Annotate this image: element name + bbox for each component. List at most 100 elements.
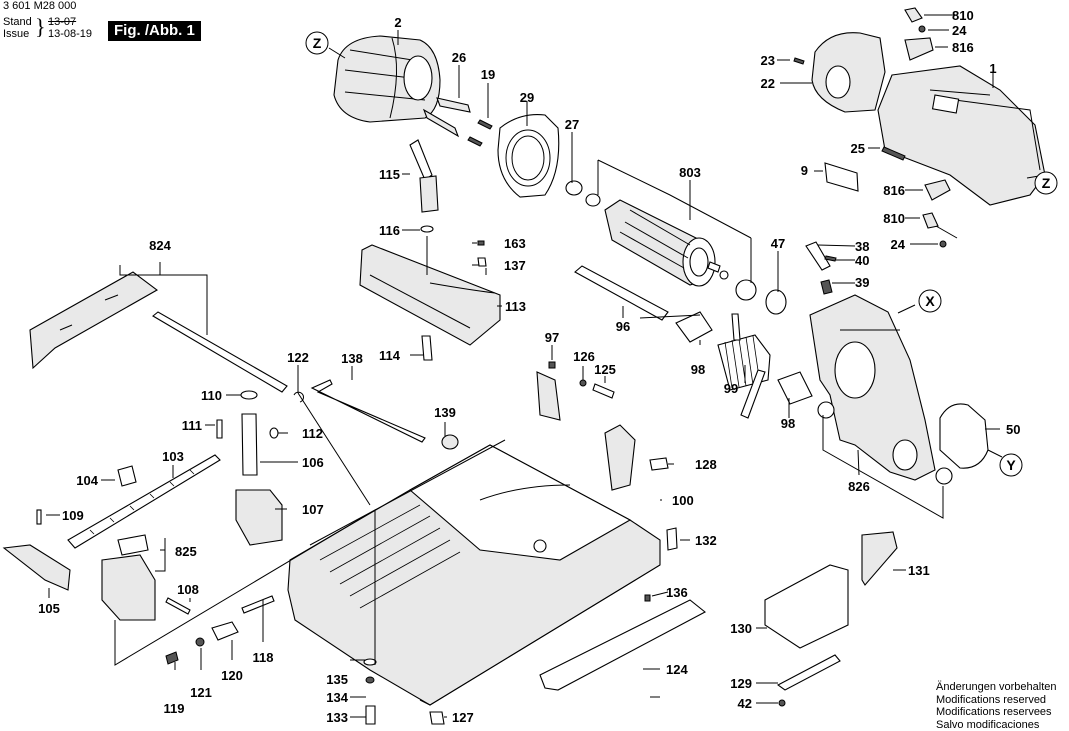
screw-part [165, 651, 179, 665]
callout-104: 104 [76, 473, 98, 488]
bolt-part [649, 457, 669, 471]
callout-133: 133 [326, 710, 348, 725]
callout-110: 110 [201, 388, 222, 403]
callout-1: 1 [989, 61, 996, 76]
callout-116: 116 [379, 223, 400, 238]
spindle-sleeve-part [241, 413, 258, 476]
callout-98-right: 98 [781, 416, 795, 431]
label-plate-part [824, 162, 859, 192]
thread-marks [89, 469, 195, 535]
insert-plate-part [539, 599, 706, 691]
callout-132: 132 [695, 533, 717, 548]
callout-121: 121 [190, 685, 212, 700]
ref-marker-y: Y [999, 453, 1023, 477]
bush-part [777, 371, 813, 405]
gear-housing-part [809, 294, 936, 481]
callout-9: 9 [801, 163, 808, 178]
callout-137: 137 [504, 258, 526, 273]
svg-text:X: X [925, 293, 935, 309]
callout-50: 50 [1006, 422, 1020, 437]
brush-holder-part [924, 179, 951, 201]
callout-136: 136 [666, 585, 688, 600]
callout-24-bottom: 24 [891, 237, 906, 252]
lock-pin-part [805, 241, 831, 271]
retaining-ring-part [719, 270, 729, 280]
bush-part [935, 467, 953, 485]
screw-part [644, 594, 651, 602]
callout-100: 100 [672, 493, 694, 508]
callout-128: 128 [695, 457, 717, 472]
issue-date: 13-08-19 [48, 28, 93, 40]
callout-135: 135 [326, 672, 348, 687]
bearing-part [735, 279, 757, 301]
callout-114: 114 [379, 348, 401, 363]
callout-23: 23 [761, 53, 775, 68]
tray-clip-part [861, 531, 898, 586]
screw-part [467, 119, 493, 147]
tray-part [764, 564, 849, 649]
vise-jaw-part [101, 554, 156, 621]
stator-part [333, 35, 441, 123]
screw-part [421, 335, 433, 361]
retaining-ring-part [293, 391, 304, 403]
callout-27: 27 [565, 117, 579, 132]
ref-marker-z-left: Z [305, 31, 329, 55]
washer-part [240, 390, 258, 400]
bolt-part [241, 595, 275, 614]
leader-lines: "/> [46, 14, 1046, 718]
callout-127: 127 [452, 710, 474, 725]
hex-key-part [310, 379, 426, 443]
callout-803: 803 [679, 165, 701, 180]
callout-38: 38 [855, 239, 869, 254]
washer-part [363, 658, 377, 666]
callout-124: 124 [666, 662, 688, 677]
notice-line-en: Modifications reserved [936, 693, 1047, 706]
spring-part [820, 279, 833, 295]
brush-holder-part [904, 37, 934, 61]
handle-part [2, 544, 71, 591]
notice-line-es: Salvo modificaciones [936, 718, 1040, 731]
notice-line-fr: Modifications reservees [936, 706, 1052, 718]
pin-part [824, 255, 837, 262]
nut-part [195, 637, 205, 647]
workpiece-support-part [29, 271, 288, 393]
screw-part [939, 240, 947, 248]
pin-part [165, 597, 191, 615]
svg-text:Y: Y [1006, 457, 1016, 473]
ref-marker-z-right: Z [1034, 171, 1058, 195]
callout-39: 39 [855, 275, 869, 290]
bearing-part [565, 180, 583, 196]
callout-106: 106 [302, 455, 324, 470]
callout-26: 26 [452, 50, 466, 65]
callout-115: 115 [379, 167, 400, 182]
torsion-spring-part [717, 313, 771, 419]
washer-part [269, 427, 279, 439]
callout-103: 103 [162, 449, 184, 464]
cotter-pin-part [216, 419, 223, 439]
callout-810-bottom: 810 [883, 211, 905, 226]
callout-99: 99 [724, 381, 738, 396]
miter-post-part [604, 424, 636, 491]
callout-97: 97 [545, 330, 559, 345]
nut-part [548, 361, 556, 369]
brush-cap-part [904, 7, 923, 23]
stand-label: Stand [3, 16, 32, 28]
bush-part [675, 311, 713, 343]
pin-part [592, 383, 615, 399]
callout-824: 824 [149, 238, 171, 253]
callout-98-left: 98 [691, 362, 705, 377]
callout-113: 113 [505, 299, 526, 314]
callout-163: 163 [504, 236, 526, 251]
callout-826: 826 [848, 479, 870, 494]
part-callouts: 1 2 9 19 22 23 24 24 25 26 27 29 38 39 4… [38, 8, 1020, 725]
nut-part [429, 711, 445, 725]
brush-cap-part [922, 212, 939, 229]
svg-text:Z: Z [313, 35, 322, 51]
callout-24-top: 24 [952, 23, 967, 38]
callout-29: 29 [520, 90, 534, 105]
bearing-part [585, 193, 601, 207]
base-part [287, 444, 661, 706]
callout-810-top: 810 [952, 8, 974, 23]
brush-holder-part [422, 97, 471, 138]
callout-138: 138 [341, 351, 363, 366]
